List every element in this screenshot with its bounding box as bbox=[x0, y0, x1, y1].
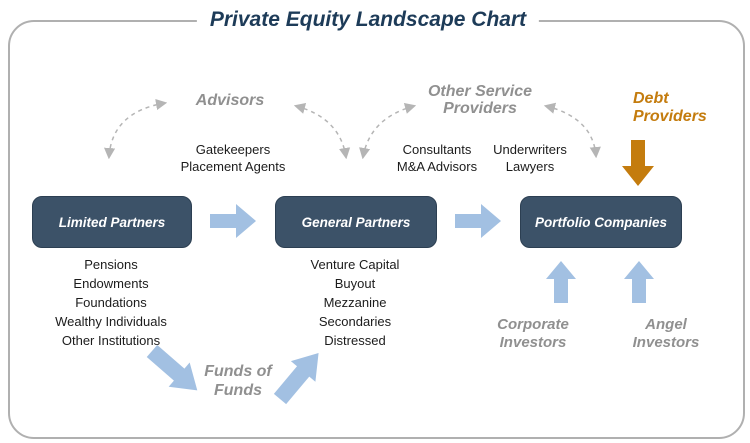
right-arrow-lp-to-gp-icon bbox=[210, 204, 256, 238]
dashed-arrow-service-providers-portfolio-companies-icon bbox=[543, 102, 601, 159]
osp-column-2: Underwriters Lawyers bbox=[493, 141, 567, 175]
diagonal-arrow-funds-of-funds-to-gp-icon bbox=[273, 353, 319, 405]
list-item: Consultants bbox=[402, 142, 472, 157]
general-partners-list: Venture Capital Buyout Mezzanine Seconda… bbox=[275, 255, 435, 350]
corporate-investors-label: Corporate Investors bbox=[497, 316, 569, 351]
list-item: Buyout bbox=[334, 276, 376, 291]
general-partners-box: General Partners bbox=[275, 196, 437, 248]
list-item: M&A Advisors bbox=[396, 159, 478, 174]
dashed-arrow-advisors-general-partners-icon bbox=[293, 102, 351, 160]
list-item: Foundations bbox=[75, 295, 147, 310]
portfolio-companies-box: Portfolio Companies bbox=[520, 196, 682, 248]
debt-providers-label: Debt Providers bbox=[633, 90, 707, 125]
osp-column-1: Consultants M&A Advisors bbox=[397, 141, 477, 175]
funds-of-funds-label: Funds of Funds bbox=[204, 363, 272, 399]
list-item: Placement Agents bbox=[180, 159, 286, 174]
list-item: Wealthy Individuals bbox=[55, 314, 167, 329]
general-partners-box-label: General Partners bbox=[301, 214, 411, 230]
up-arrow-corporate-investors-icon bbox=[546, 261, 576, 303]
angel-investors-label: Angel Investors bbox=[632, 316, 700, 351]
list-item: Lawyers bbox=[505, 159, 555, 174]
limited-partners-list: Pensions Endowments Foundations Wealthy … bbox=[32, 255, 190, 350]
dashed-arrow-service-providers-general-partners-icon bbox=[359, 102, 417, 160]
list-item: Pensions bbox=[84, 257, 138, 272]
list-item: Distressed bbox=[324, 333, 386, 348]
advisors-items: Gatekeepers Placement Agents bbox=[181, 141, 286, 175]
up-arrow-angel-investors-icon bbox=[624, 261, 654, 303]
advisors-label: Advisors bbox=[195, 92, 265, 109]
portfolio-companies-box-label: Portfolio Companies bbox=[534, 214, 667, 230]
list-item: Mezzanine bbox=[323, 295, 387, 310]
list-item: Venture Capital bbox=[310, 257, 400, 272]
dashed-arrow-advisors-limited-partners-icon bbox=[103, 98, 168, 160]
list-item: Other Institutions bbox=[61, 333, 161, 348]
other-service-providers-label: Other Service Providers bbox=[427, 83, 533, 117]
limited-partners-box: Limited Partners bbox=[32, 196, 192, 248]
page-title: Private Equity Landscape Chart bbox=[196, 6, 540, 34]
list-item: Underwriters bbox=[493, 142, 567, 157]
right-arrow-gp-to-pc-icon bbox=[455, 204, 501, 238]
diagonal-arrow-lp-to-funds-of-funds-icon bbox=[146, 344, 198, 391]
down-arrow-debt-providers-icon bbox=[622, 140, 654, 186]
limited-partners-box-label: Limited Partners bbox=[58, 214, 166, 230]
list-item: Secondaries bbox=[318, 314, 392, 329]
list-item: Endowments bbox=[73, 276, 149, 291]
list-item: Gatekeepers bbox=[195, 142, 271, 157]
